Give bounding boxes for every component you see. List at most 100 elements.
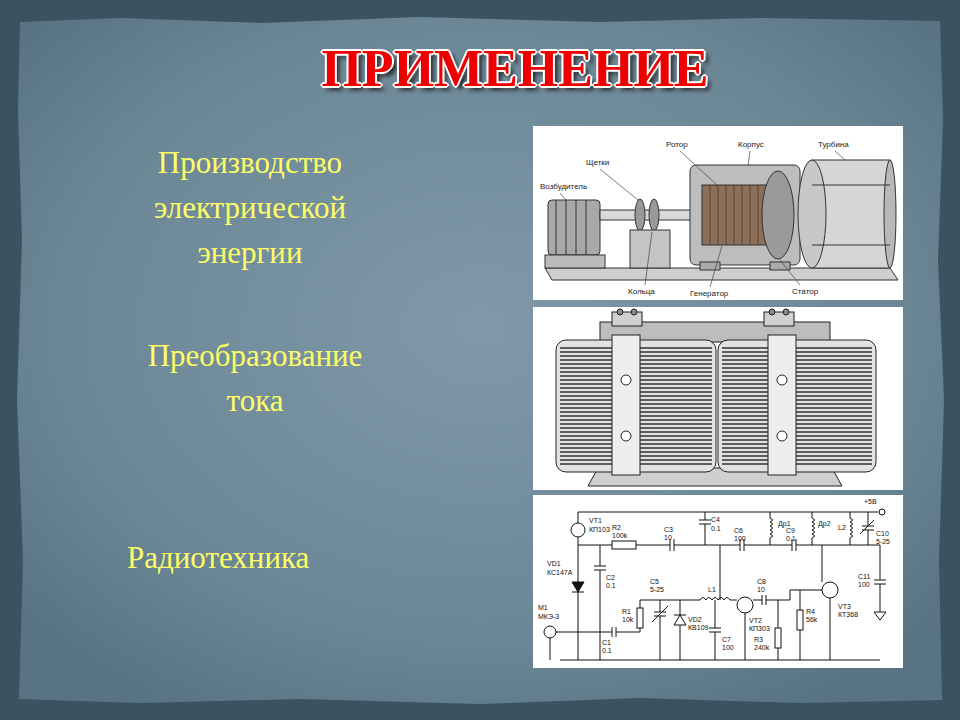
drawing-rect xyxy=(533,126,903,300)
drawing-g xyxy=(560,348,872,464)
drawing-line xyxy=(556,200,557,255)
part-name: Турбина xyxy=(818,140,849,149)
drawing-line xyxy=(586,200,587,255)
drawing-circle xyxy=(769,309,775,315)
drawing-circle xyxy=(571,523,585,537)
part-name: Статор xyxy=(792,287,818,296)
drawing-path xyxy=(578,512,878,513)
component-label: КТ368 xyxy=(838,611,858,619)
component-label: 0.1 xyxy=(602,647,612,655)
circuit-schematic xyxy=(544,509,886,660)
leader-lines xyxy=(560,151,845,287)
drawing-path xyxy=(572,582,584,592)
drawing-path xyxy=(860,512,874,545)
drawing-rect xyxy=(637,608,643,628)
drawing-path xyxy=(550,638,551,660)
drawing-line xyxy=(718,185,719,245)
component-label: VT2 xyxy=(749,617,762,625)
part-name: Корпус xyxy=(738,140,764,149)
component-label: VT3 xyxy=(838,603,851,611)
drawing-line xyxy=(758,185,759,245)
drawing-path xyxy=(674,600,686,660)
component-label: КВ109 xyxy=(688,624,708,632)
drawing-ellipse xyxy=(884,160,896,268)
component-label: 10 xyxy=(664,534,672,542)
drawing-g xyxy=(710,185,766,245)
drawing-line xyxy=(750,185,751,245)
drawing-path xyxy=(720,545,721,600)
part-name: Возбудитель xyxy=(540,182,587,191)
drawing-circle xyxy=(737,597,753,613)
drawing-path xyxy=(560,660,880,661)
transformer-drawing xyxy=(556,309,876,486)
drawing-circle xyxy=(617,309,623,315)
component-label: L2 xyxy=(838,524,846,532)
drawing-path xyxy=(822,545,823,582)
component-label: R2 xyxy=(612,524,621,532)
drawing-circle xyxy=(783,309,789,315)
part-name: Кольца xyxy=(628,287,655,296)
drawing-line xyxy=(645,232,652,285)
drawing-path xyxy=(636,545,868,546)
part-name: Щетки xyxy=(586,158,609,167)
component-label: 100 xyxy=(722,644,734,652)
drawing-line xyxy=(835,151,845,160)
component-label: 56k xyxy=(806,616,817,624)
drawing-rect xyxy=(690,165,800,265)
component-label: КП303 xyxy=(749,625,770,633)
drawing-rect xyxy=(612,335,640,475)
component-label: Др1 xyxy=(778,520,791,528)
component-label: C6 xyxy=(734,527,743,535)
component-label: 10 xyxy=(757,586,765,594)
application-heading: Производство электрической энергии xyxy=(120,140,380,275)
drawing-path xyxy=(868,545,886,620)
drawing-path xyxy=(800,590,801,610)
drawing-line xyxy=(560,193,566,200)
component-label: 100k xyxy=(612,532,627,540)
application-heading: Радиотехника xyxy=(127,535,309,580)
component-label: C8 xyxy=(757,578,766,586)
drawing-ellipse xyxy=(649,199,659,231)
drawing-line xyxy=(734,185,735,245)
drawing-line xyxy=(710,185,711,245)
component-label: 100 xyxy=(734,535,746,543)
component-label: M1 xyxy=(538,604,548,612)
drawing-rect xyxy=(612,312,642,326)
application-heading: Преобразование тока xyxy=(125,333,385,423)
drawing-path xyxy=(766,590,822,600)
drawing-line xyxy=(710,246,722,287)
part-name: Генератор xyxy=(690,289,728,298)
drawing-path xyxy=(778,648,779,660)
component-label: 10k xyxy=(622,616,633,624)
component-label: МКЭ-3 xyxy=(538,613,559,621)
drawing-line xyxy=(812,185,890,186)
drawing-circle xyxy=(879,509,885,515)
component-label: 240k xyxy=(754,644,769,652)
component-label: C4 xyxy=(711,516,720,524)
component-label: VD2 xyxy=(688,616,702,624)
drawing-path xyxy=(830,598,831,660)
component-label: +5В xyxy=(864,498,877,506)
drawing-line xyxy=(680,151,718,186)
component-label: R3 xyxy=(754,636,763,644)
drawing-path xyxy=(578,537,579,582)
component-label: КП103 xyxy=(589,526,610,534)
drawing-circle xyxy=(621,375,631,385)
drawing-rect xyxy=(775,628,781,648)
component-label: 5-25 xyxy=(650,586,664,594)
drawing-ellipse xyxy=(762,171,794,259)
drawing-circle xyxy=(777,431,787,441)
drawing-rect xyxy=(768,335,796,475)
drawing-path xyxy=(722,348,872,464)
drawing-path xyxy=(800,630,801,660)
component-label: L1 xyxy=(708,586,716,594)
component-label: 0.1 xyxy=(606,582,616,590)
component-label: КС147А xyxy=(547,569,572,577)
slide-title: ПРИМЕНЕНИЕ xyxy=(315,38,715,100)
drawing-circle xyxy=(621,431,631,441)
component-label: C11 xyxy=(858,573,870,581)
drawing-line xyxy=(726,185,727,245)
